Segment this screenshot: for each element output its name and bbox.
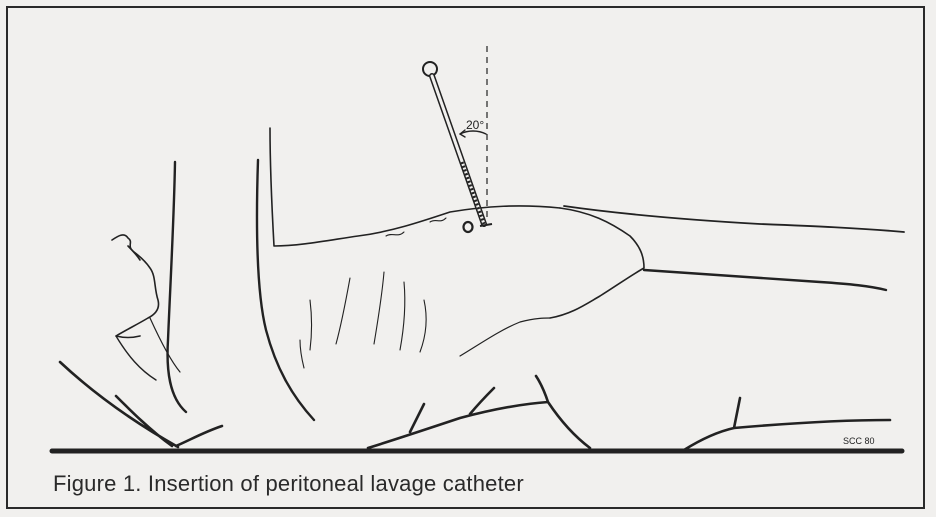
head-profile (112, 162, 186, 412)
buttock-contour (368, 376, 590, 448)
artist-signature: SCC 80 (843, 436, 875, 446)
shoulder (257, 128, 560, 420)
flank-line (460, 318, 550, 356)
thigh-upper (564, 206, 904, 232)
thigh-lower (644, 270, 886, 290)
abdomen-contour (550, 208, 644, 318)
figure-caption: Figure 1. Insertion of peritoneal lavage… (53, 471, 524, 497)
angle-label: 20° (466, 118, 484, 132)
umbilicus-marker (464, 222, 473, 232)
rib-lines (300, 272, 426, 368)
back-contour (60, 362, 222, 447)
catheter (423, 62, 492, 226)
